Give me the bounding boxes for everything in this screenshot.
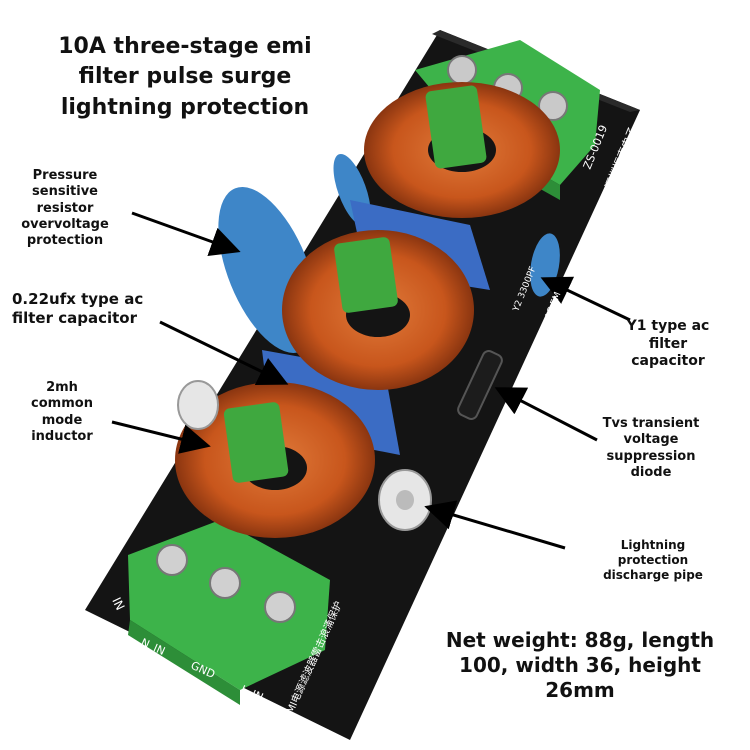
- label-tvs-diode: Tvs transient voltage suppression diode: [602, 416, 700, 480]
- label-inductor: 2mh common mode inductor: [31, 380, 93, 444]
- label-discharge-pipe: Lightning protection discharge pipe: [603, 538, 703, 582]
- tvs-diode: [457, 350, 503, 420]
- label-capacitor-022: 0.22ufx type ac filter capacitor: [12, 290, 144, 327]
- terminal-prefix-text: IN: [109, 595, 127, 612]
- callout-arrows: [111, 211, 631, 550]
- label-pressure-resistor: Pressure sensitive resistor overvoltage …: [21, 168, 109, 248]
- input-terminal-block: [128, 520, 330, 705]
- toroid-coil-bottom: [175, 382, 375, 538]
- toroid-coil-middle: [282, 230, 474, 390]
- toroid-coil-top: [364, 82, 560, 218]
- product-title: 10A three-stage emi filter pulse surge l…: [58, 34, 312, 120]
- spec-text: Net weight: 88g, length 100, width 36, h…: [445, 628, 715, 702]
- label-y1-capacitor: Y1 type ac filter capacitor: [626, 318, 710, 369]
